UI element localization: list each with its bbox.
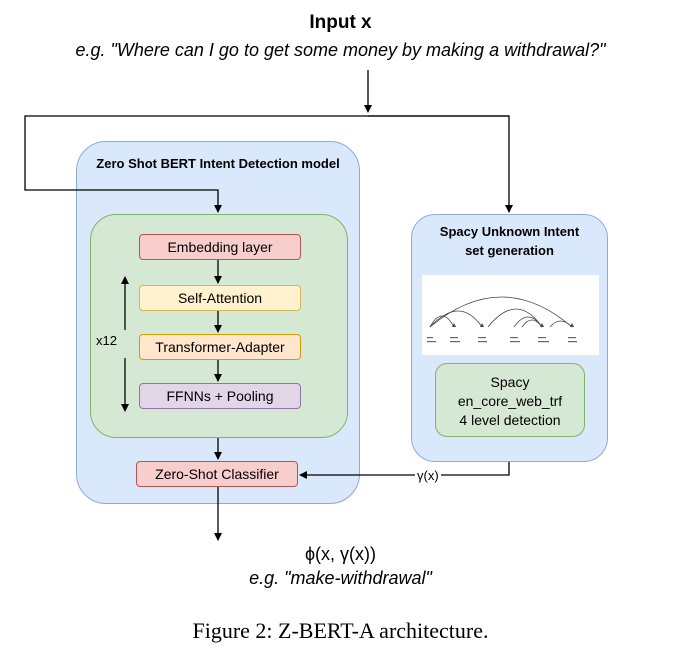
spacy-box-line3: 4 level detection bbox=[459, 412, 561, 428]
spacy-title-line2: set generation bbox=[465, 243, 554, 258]
input-example: e.g. "Where can I go to get some money b… bbox=[75, 40, 606, 60]
output-formula: ϕ(x, γ(x)) bbox=[304, 544, 377, 564]
figure-caption: Figure 2: Z-BERT-A architecture. bbox=[192, 618, 489, 643]
gamma-edge-label: γ(x) bbox=[415, 468, 441, 483]
dependency-parse-image bbox=[422, 275, 599, 355]
output-example: e.g. "make-withdrawal" bbox=[249, 568, 432, 588]
repeat-count-label: x12 bbox=[96, 333, 117, 348]
self-attention-block: Self-Attention bbox=[139, 285, 301, 311]
input-to-bert-line bbox=[24, 115, 509, 213]
ffnn-pooling-block: FFNNs + Pooling bbox=[139, 383, 301, 409]
dependency-arcs-icon bbox=[427, 296, 577, 343]
spacy-box-line1: Spacy bbox=[490, 374, 530, 390]
spacy-model-box: Spacy en_core_web_trf 4 level detection bbox=[435, 363, 585, 437]
input-to-spacy-line bbox=[368, 115, 513, 213]
spacy-intent-title: Spacy Unknown Intent set generation bbox=[411, 222, 608, 260]
spacy-to-classifier-line bbox=[299, 462, 510, 479]
input-title: Input x bbox=[309, 12, 372, 33]
embedding-layer-block: Embedding layer bbox=[139, 234, 301, 260]
zero-shot-classifier-block: Zero-Shot Classifier bbox=[136, 461, 298, 487]
spacy-title-line1: Spacy Unknown Intent bbox=[439, 224, 580, 239]
transformer-adapter-block: Transformer-Adapter bbox=[139, 334, 301, 360]
zero-shot-bert-title: Zero Shot BERT Intent Detection model bbox=[96, 156, 340, 171]
spacy-box-line2: en_core_web_trf bbox=[457, 393, 563, 409]
